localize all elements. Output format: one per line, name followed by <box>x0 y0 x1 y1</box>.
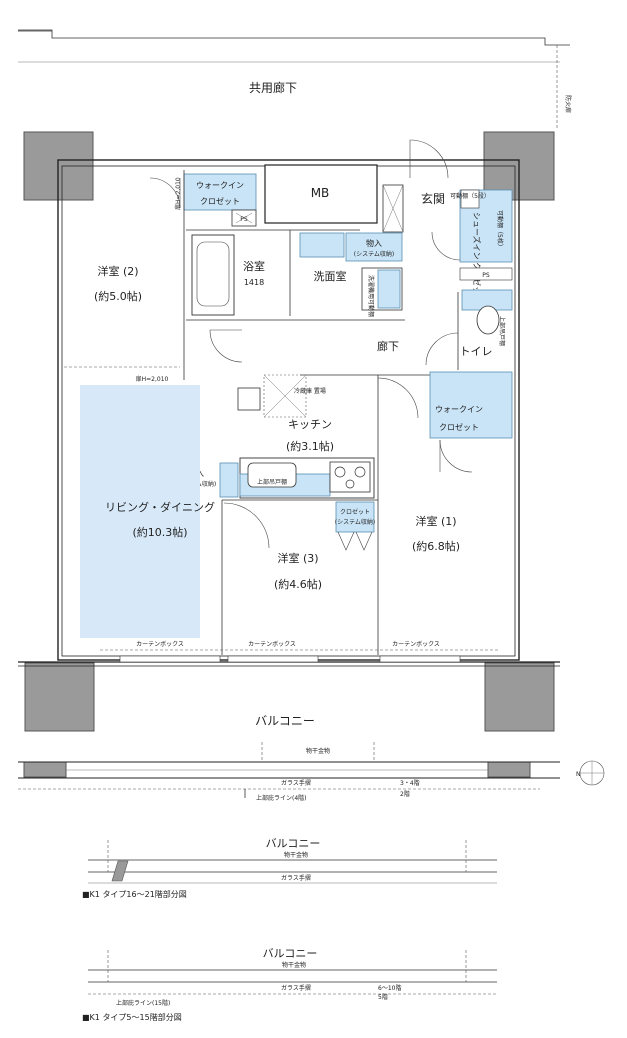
detail2-balcony: バルコニー <box>263 947 318 960</box>
shoe-small-label: 可動棚（5段） <box>450 192 490 200</box>
storage-label: 物入 <box>366 238 382 248</box>
wic-right-label-2: クロゼット <box>439 422 479 432</box>
bath-label: 浴室 <box>243 259 265 273</box>
room3-size: (約4.6帖) <box>274 577 322 591</box>
detail2-upper-ceiling: 上部庇ライン(15階) <box>116 999 170 1007</box>
balcony-label: バルコニー <box>255 714 315 728</box>
stove <box>329 461 371 493</box>
kitchen-upper-label: 上部吊戸棚 <box>257 478 287 486</box>
room2-size: (約5.0帖) <box>94 289 142 303</box>
shoe-shelf-label: 可動棚（5枚） <box>496 210 504 250</box>
room3-label: 洋室 (3) <box>277 551 318 565</box>
toilet-label: トイレ <box>460 345 493 358</box>
kitchen-label: キッチン <box>288 418 332 431</box>
top-left-wic: ウォークイン クロゼット PS 扉H=2,010 <box>149 173 257 227</box>
wic-top-label-2: クロゼット <box>200 196 240 206</box>
wash-shelf-label: 洗濯機用可動棚 <box>367 275 375 317</box>
floor-2-label: 2階 <box>400 790 410 798</box>
closet-sub: (システム収納) <box>335 518 376 526</box>
room1-label: 洋室 (1) <box>415 514 456 528</box>
column-bottom-left <box>24 662 95 732</box>
washroom-label: 洗面室 <box>314 269 347 283</box>
door-height-mid-label: 扉H=2,010 <box>136 375 169 383</box>
corridor-label: 共用廊下 <box>249 80 297 95</box>
storage-sub: (システム収納) <box>354 250 395 258</box>
fridge-space <box>263 374 307 418</box>
detail2-floor-5: 5階 <box>378 993 388 1001</box>
wic-top-label-1: ウォークイン <box>196 181 244 190</box>
wic-top-left-fill <box>183 173 257 211</box>
living-room: リビング・ダイニング (約10.3帖) <box>80 385 215 638</box>
upper-ceiling-label: 上部庇ライン(4階) <box>256 794 307 802</box>
door-height-top-label: 扉H=2,010 <box>174 177 182 210</box>
vanity-fill <box>299 232 345 258</box>
column-bottom-right <box>484 662 555 732</box>
ps-label-right: PS <box>482 272 490 279</box>
mb-label: MB <box>311 186 330 200</box>
detail2-drying-rod: 物干金物 <box>282 961 306 969</box>
storage-fill <box>345 232 403 262</box>
north-label: N <box>576 771 581 778</box>
detail-16-21: バルコニー 物干金物 ガラス手摺 ■K1 タイプ16〜21階部分図 <box>82 837 497 899</box>
ps-label-left: PS <box>240 216 248 223</box>
wic-right: ウォークイン クロゼット <box>377 371 513 473</box>
wic-right-label-1: ウォークイン <box>435 405 483 414</box>
shoe-closet-label: シューズイン クロゼット <box>472 212 482 302</box>
sink <box>247 462 297 488</box>
toilet-upper-label: 上部吊戸棚 <box>498 316 506 346</box>
detail2-caption: ■K1 タイプ5〜15階部分図 <box>82 1012 182 1022</box>
living-label: リビング・ダイニング <box>105 500 215 514</box>
fridge-label: 冷蔵庫 置場 <box>294 387 326 395</box>
bathtub <box>191 234 235 316</box>
mb-area: MB <box>264 164 404 233</box>
balcony: バルコニー 物干金物 ガラス手摺 3・4階 2階 上部庇ライン(4階) N <box>18 714 605 802</box>
detail-5-15: バルコニー 物干金物 ガラス手摺 6〜10階 5階 上部庇ライン(15階) ■K… <box>82 947 497 1022</box>
detail2-floor-6-10: 6〜10階 <box>378 984 401 992</box>
drying-rod-label: 物干金物 <box>306 747 330 755</box>
room1-size: (約6.8帖) <box>412 539 460 553</box>
detail1-balcony: バルコニー <box>266 837 321 850</box>
fire-door-label: 防火扉 <box>564 95 572 113</box>
hallway-label: 廊下 <box>377 339 399 353</box>
toilet-bowl <box>476 305 500 335</box>
detail1-caption: ■K1 タイプ16〜21階部分図 <box>82 889 187 899</box>
detail1-drying-rod: 物干金物 <box>284 851 308 859</box>
entrance-area: 玄関 可動棚（5段） シューズイン クロゼット 可動棚（5枚） PS <box>409 139 513 302</box>
room2-label: 洋室 (2) <box>97 264 138 278</box>
living-size: (約10.3帖) <box>132 525 187 539</box>
bath-size: 1418 <box>244 278 264 287</box>
room1: 洋室 (1) (約6.8帖) <box>377 375 460 655</box>
kitchen-size: (約3.1帖) <box>286 439 334 453</box>
bath-wash-area: 浴室 1418 洗面室 物入 (システム収納) 洗濯機用可動棚 <box>186 229 405 321</box>
room3: クロゼット (システム収納) 洋室 (3) (約4.6帖) <box>221 499 378 655</box>
detail2-glass-rail: ガラス手摺 <box>281 984 311 992</box>
living-fill <box>80 385 200 638</box>
glass-rail-label: ガラス手摺 <box>281 779 311 787</box>
closet-fill <box>335 501 375 533</box>
wic-right-fill <box>429 371 513 439</box>
floor-34-label: 3・4階 <box>400 779 420 787</box>
entrance-label: 玄関 <box>421 191 445 206</box>
washer-fill <box>377 269 401 309</box>
kitchen: 冷蔵庫 置場 キッチン (約3.1帖) 上部吊戸棚 <box>237 374 375 499</box>
room2: 洋室 (2) (約5.0帖) 扉H=2,010 <box>64 170 243 383</box>
curtain-label-1: カーテンボックス <box>136 640 184 648</box>
hallway-toilet: 廊下 トイレ 上部吊戸棚 <box>300 289 513 376</box>
closet-label: クロゼット <box>340 508 370 516</box>
detail1-glass-rail: ガラス手摺 <box>281 874 311 882</box>
corridor-area: 共用廊下 防火扉 <box>18 29 572 130</box>
curtain-label-2: カーテンボックス <box>248 640 296 648</box>
curtain-boxes: カーテンボックス カーテンボックス カーテンボックス <box>100 640 500 663</box>
curtain-label-3: カーテンボックス <box>392 640 440 648</box>
